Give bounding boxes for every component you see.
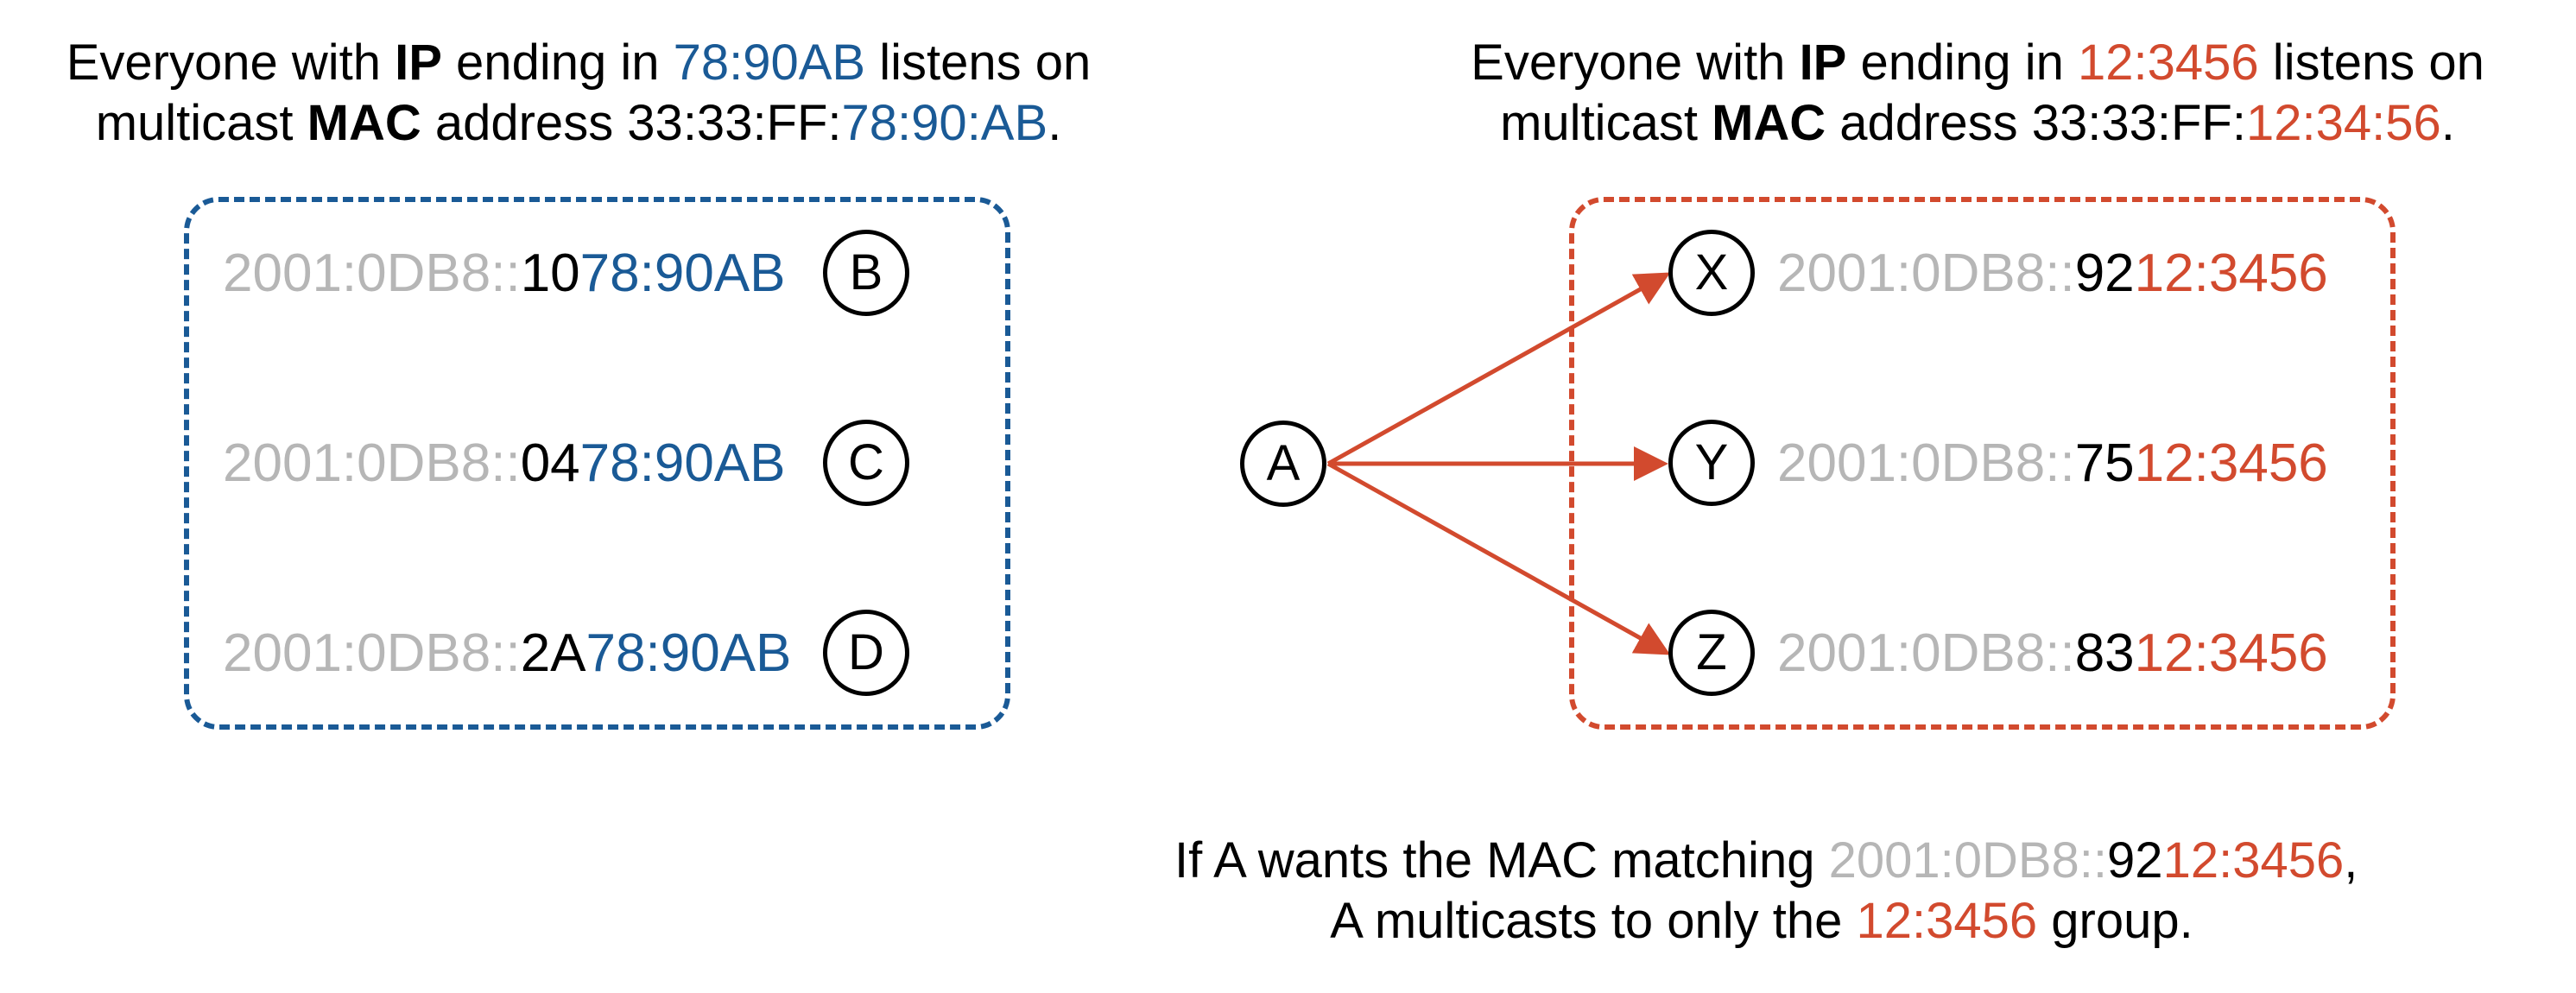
address-mid: 83	[2074, 623, 2135, 683]
caption-text: ending in	[441, 35, 674, 91]
node-c: C	[823, 420, 909, 506]
address-mid: 92	[2074, 244, 2135, 303]
caption-mac-suffix: 12:34:56	[2245, 95, 2441, 151]
address-mid: 04	[520, 433, 580, 493]
address-suffix: 78:90AB	[579, 244, 786, 303]
caption-text: .	[2440, 95, 2455, 151]
caption-text: multicast	[1500, 95, 1712, 151]
address-suffix: 78:90AB	[579, 433, 786, 493]
caption-text: address 33:33:FF:	[1826, 95, 2246, 151]
address-prefix: 2001:0DB8::	[1777, 433, 2075, 493]
address-prefix: 2001:0DB8::	[223, 623, 521, 683]
address-prefix: 2001:0DB8::	[223, 244, 521, 303]
caption-mac-word: MAC	[1712, 95, 1826, 151]
caption-mac-word: MAC	[307, 95, 421, 151]
arrow-a-to-x	[1326, 272, 1671, 466]
address-prefix: 2001:0DB8::	[1777, 623, 2075, 683]
address-mid: 92	[2107, 832, 2163, 889]
node-a: A	[1240, 421, 1326, 507]
host-d-address: 2001:0DB8::2A78:90AB	[223, 623, 791, 684]
caption-text: address 33:33:FF:	[421, 95, 842, 151]
caption-text: listens on	[2258, 35, 2484, 91]
address-suffix: 12:3456	[2134, 244, 2328, 303]
left-group-caption: Everyone with IP ending in 78:90AB liste…	[0, 33, 1157, 154]
address-mid: 2A	[520, 623, 586, 683]
caption-ip-word: IP	[1799, 35, 1847, 91]
caption-text: ,	[2344, 832, 2358, 889]
host-b-address: 2001:0DB8::1078:90AB	[223, 244, 786, 304]
caption-ip-suffix: 78:90AB	[673, 35, 866, 91]
node-z: Z	[1668, 610, 1755, 696]
host-z-address: 2001:0DB8::8312:3456	[1777, 623, 2328, 684]
caption-mac-suffix: 78:90:AB	[841, 95, 1048, 151]
caption-text: multicast	[95, 95, 307, 151]
address-prefix: 2001:0DB8::	[1828, 832, 2108, 889]
caption-text: ending in	[1846, 35, 2079, 91]
node-y: Y	[1668, 420, 1755, 506]
arrow-a-to-z	[1326, 461, 1671, 655]
bottom-caption: If A wants the MAC matching 2001:0DB8::9…	[1174, 831, 2358, 952]
caption-text: Everyone with	[66, 35, 396, 91]
caption-text: A multicasts to only the	[1330, 893, 1857, 949]
right-group-caption: Everyone with IP ending in 12:3456 liste…	[1399, 33, 2556, 154]
address-suffix: 12:3456	[2134, 433, 2328, 493]
caption-ip-word: IP	[395, 35, 442, 91]
left-multicast-group-box	[184, 197, 1010, 730]
host-y-address: 2001:0DB8::7512:3456	[1777, 433, 2328, 494]
group-suffix: 12:3456	[1856, 893, 2038, 949]
host-c-address: 2001:0DB8::0478:90AB	[223, 433, 786, 494]
address-prefix: 2001:0DB8::	[1777, 244, 2075, 303]
caption-text: listens on	[865, 35, 1092, 91]
address-mid: 10	[520, 244, 580, 303]
caption-text: If A wants the MAC matching	[1174, 832, 1829, 889]
node-b: B	[823, 230, 909, 316]
caption-text: .	[1047, 95, 1062, 151]
caption-text: group.	[2037, 893, 2193, 949]
address-suffix: 12:3456	[2134, 623, 2328, 683]
caption-ip-suffix: 12:3456	[2078, 35, 2259, 91]
host-x-address: 2001:0DB8::9212:3456	[1777, 244, 2328, 304]
node-x: X	[1668, 230, 1755, 316]
address-mid: 75	[2074, 433, 2135, 493]
address-suffix: 78:90AB	[585, 623, 792, 683]
address-suffix: 12:3456	[2162, 832, 2345, 889]
node-d: D	[823, 610, 909, 696]
caption-text: Everyone with	[1471, 35, 1800, 91]
address-prefix: 2001:0DB8::	[223, 433, 521, 493]
